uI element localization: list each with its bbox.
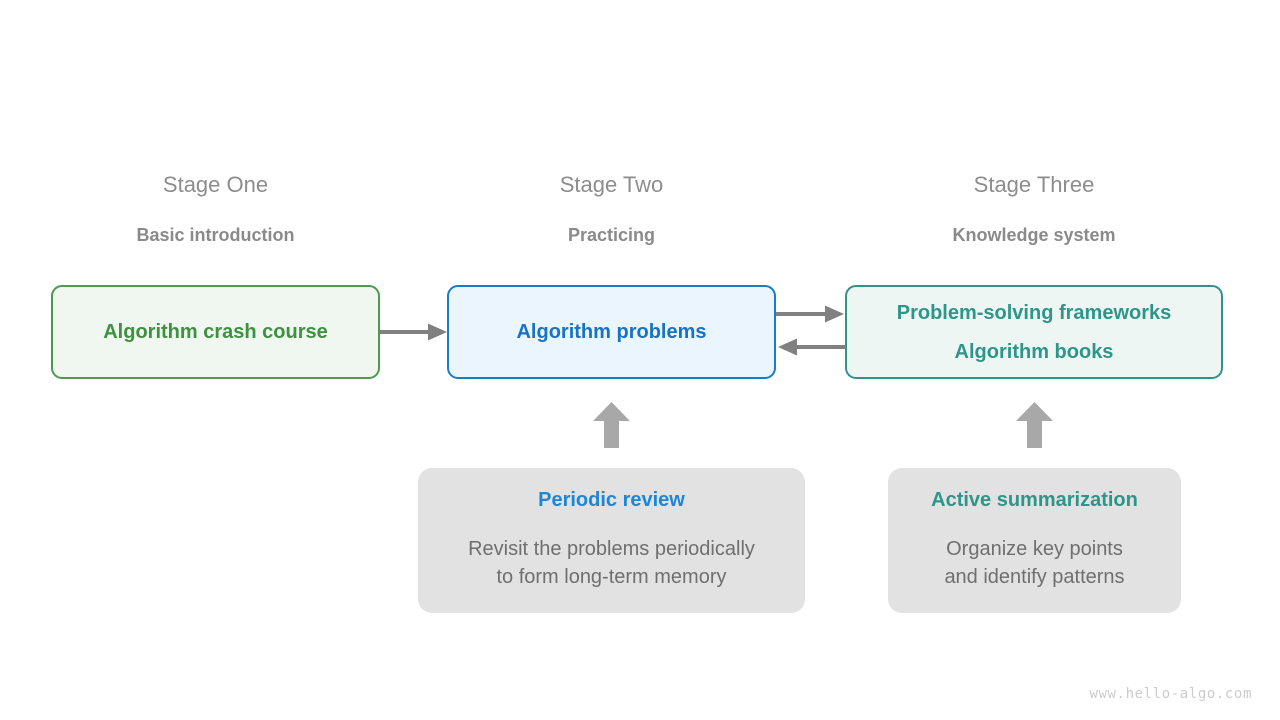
stage-header-three: Stage Three Knowledge system	[845, 172, 1223, 245]
arrow-stage-three-to-two	[778, 338, 846, 356]
stage-header-one: Stage One Basic introduction	[51, 172, 380, 245]
stage-header-two: Stage Two Practicing	[447, 172, 776, 245]
stage-two-title: Stage Two	[559, 172, 664, 197]
block-arrow-up-active-summarization	[1016, 402, 1053, 448]
stage-box-two-line-1: Algorithm problems	[516, 321, 707, 343]
support-box-one-body: Revisit the problems periodically to for…	[468, 537, 755, 588]
watermark: www.hello-algo.com	[1089, 686, 1252, 702]
stage-box-algorithm-problems[interactable]: Algorithm problems	[447, 285, 776, 379]
stage-one-title: Stage One	[162, 172, 269, 197]
stage-one-subtitle: Basic introduction	[136, 225, 295, 245]
stage-box-one-line-1: Algorithm crash course	[103, 321, 328, 343]
support-box-periodic-review[interactable]: Periodic review Revisit the problems per…	[418, 468, 805, 613]
support-box-two-title: Active summarization	[931, 488, 1138, 511]
stage-three-title: Stage Three	[973, 172, 1095, 197]
block-arrow-up-periodic-review	[593, 402, 630, 448]
stage-three-subtitle: Knowledge system	[952, 225, 1116, 245]
stage-box-knowledge-system[interactable]: Problem-solving frameworks Algorithm boo…	[845, 285, 1223, 379]
stage-box-three-line-2: Algorithm books	[954, 340, 1114, 363]
stage-box-algorithm-crash-course[interactable]: Algorithm crash course	[51, 285, 380, 379]
arrow-stage-two-to-three	[776, 305, 844, 323]
support-box-two-body: Organize key points and identify pattern…	[944, 537, 1125, 588]
support-box-one-title: Periodic review	[538, 488, 685, 511]
arrow-stage-one-to-two	[380, 323, 447, 341]
support-box-active-summarization[interactable]: Active summarization Organize key points…	[888, 468, 1181, 613]
stage-box-three-line-1: Problem-solving frameworks	[896, 301, 1172, 324]
stage-two-subtitle: Practicing	[567, 225, 656, 245]
